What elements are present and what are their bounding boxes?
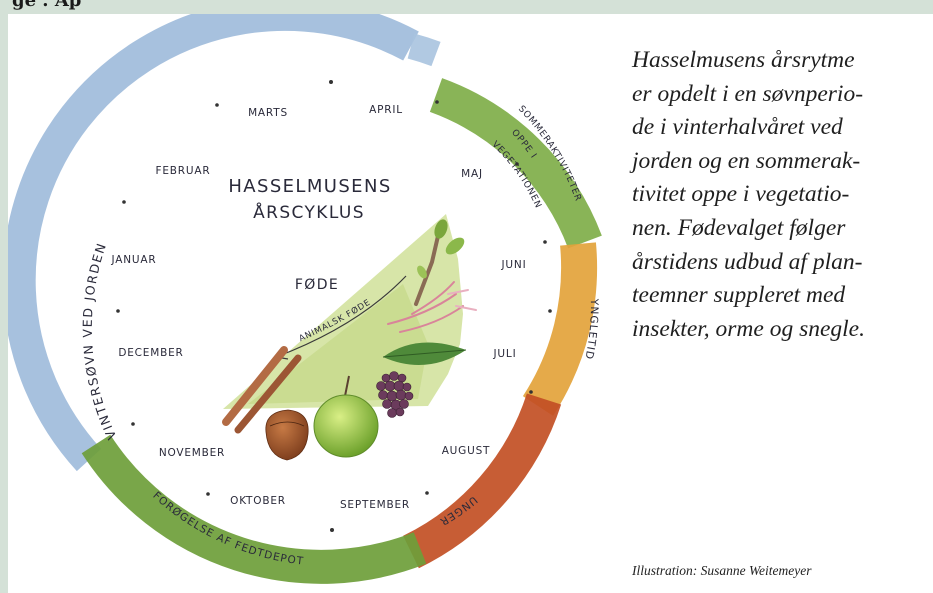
caption-line: de i vinterhalvåret ved	[632, 111, 932, 145]
month-label-october: OKTOBER	[230, 495, 286, 507]
illustration-credit: Illustration: Susanne Weitemeyer	[632, 563, 811, 579]
caption-line: teemner suppleret med	[632, 279, 932, 313]
caption-line: tivitet oppe i vegetatio-	[632, 178, 932, 212]
month-ticks	[116, 80, 552, 532]
caption-line: nen. Fødevalget følger	[632, 212, 932, 246]
month-label-december: DECEMBER	[118, 347, 183, 359]
diagram-title-line2: ÅRSCYKLUS	[253, 201, 365, 223]
month-label-march: MARTS	[248, 107, 288, 119]
month-label-november: NOVEMBER	[159, 447, 225, 459]
caption-line: insekter, orme og snegle.	[632, 313, 932, 347]
caption-text: Hasselmusens årsrytme er opdelt i en søv…	[632, 44, 932, 346]
month-label-july: JULI	[493, 348, 517, 360]
caption-line: årstidens udbud af plan-	[632, 246, 932, 280]
diagram-title-line1: HASSELMUSENS	[228, 176, 391, 197]
month-label-september: SEPTEMBER	[340, 499, 410, 511]
caption-line: Hasselmusens årsrytme	[632, 44, 932, 78]
month-label-february: FEBRUAR	[156, 165, 211, 177]
hazelnut-illustration	[266, 410, 308, 460]
ring-breeding-segment	[538, 244, 579, 406]
header-fragment: ge . Ap	[12, 0, 81, 11]
caption-line: jorden og en sommerak-	[632, 145, 932, 179]
phase-label-winter: VINTERSØVN VED JORDEN	[80, 240, 120, 442]
content-panel: VINTERSØVN VED JORDEN SOMMERAKTIVITETER …	[8, 14, 933, 593]
header-strip: ge . Ap	[0, 0, 933, 14]
month-label-august: AUGUST	[442, 445, 491, 457]
month-label-april: APRIL	[369, 104, 403, 116]
month-label-june: JUNI	[501, 259, 527, 271]
month-label-january: JANUAR	[111, 254, 157, 266]
caption-line: er opdelt i en søvnperio-	[632, 78, 932, 112]
annual-cycle-diagram: VINTERSØVN VED JORDEN SOMMERAKTIVITETER …	[8, 14, 620, 593]
ring-young-segment	[411, 399, 544, 552]
ring-winter-extension	[411, 46, 436, 54]
month-label-may: MAJ	[461, 168, 483, 180]
food-label: FØDE	[295, 277, 339, 293]
